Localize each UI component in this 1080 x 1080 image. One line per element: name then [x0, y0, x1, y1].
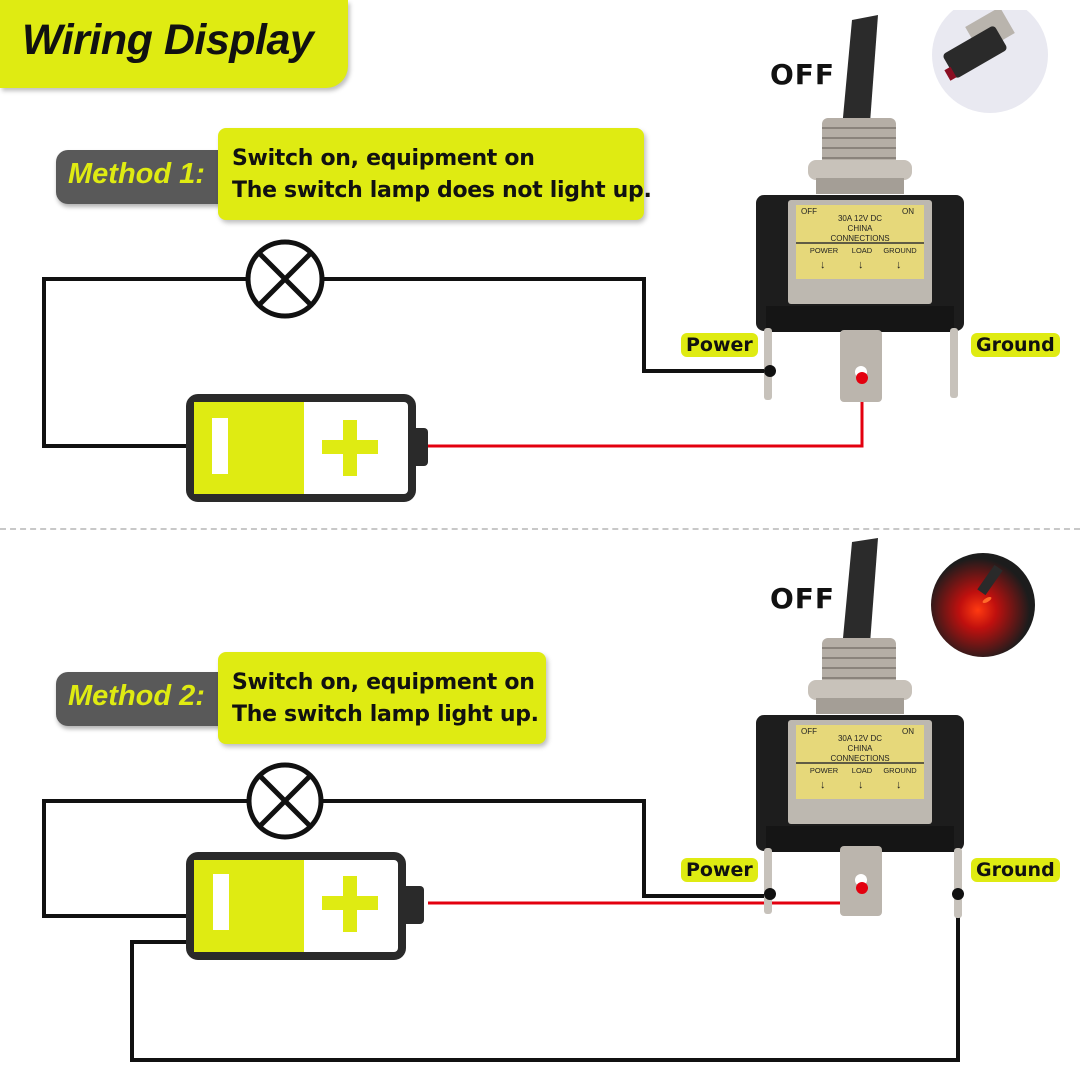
- plus-sign: [322, 876, 378, 932]
- battery-icon: [186, 394, 428, 502]
- lamp-on-red-glow-photo: [931, 553, 1035, 657]
- svg-text:↓: ↓: [820, 779, 826, 791]
- plate-rating: 30A 12V DC: [838, 214, 882, 223]
- method-2-description-box: Switch on, equipment on The switch lamp …: [218, 652, 546, 744]
- lamp-symbol-icon: [246, 762, 324, 840]
- method-1-line-1: Switch on, equipment on: [232, 146, 535, 171]
- switch-label-plate: [796, 725, 924, 799]
- method-1-label: Method 1:: [68, 158, 205, 190]
- ground-connection-dot: [952, 888, 964, 900]
- plate-pin-ground: GROUND: [883, 246, 917, 255]
- wire-battery-to-ground: [130, 896, 960, 1062]
- power-terminal: [764, 848, 772, 914]
- method-2-line-2: The switch lamp light up.: [232, 702, 539, 727]
- lamp-off-photo: [932, 10, 1048, 113]
- plate-off: OFF: [801, 727, 817, 736]
- plate-off: OFF: [801, 207, 817, 216]
- method-2-toggle-switch: OFF ON 30A 12V DC CHINA CONNECTIONS POWE…: [756, 538, 1035, 918]
- load-connection-dot: [856, 372, 868, 384]
- toggle-lever: [840, 15, 878, 150]
- wire-battery-to-lamp: [42, 277, 247, 448]
- svg-text:↓: ↓: [858, 259, 864, 271]
- plus-sign: [322, 420, 378, 476]
- wire-battery-to-lamp: [42, 799, 247, 918]
- method-1-toggle-switch: OFF ON 30A 12V DC CHINA CONNECTIONS POWE…: [756, 10, 1048, 402]
- battery-terminal: [402, 886, 424, 924]
- power-terminal: [764, 328, 772, 400]
- power-connection-dot: [764, 365, 776, 377]
- method-1-switch-state: OFF: [770, 58, 836, 91]
- toggle-lever: [840, 538, 878, 670]
- method-2-circuit: [42, 762, 960, 1062]
- method-1-power-label: Power: [681, 333, 758, 357]
- method-2-pill: [56, 672, 236, 726]
- switch-label-plate: [796, 205, 924, 279]
- method-1-pill: [56, 150, 236, 204]
- minus-sign: [212, 418, 228, 474]
- svg-text:↓: ↓: [896, 779, 902, 791]
- method-2-ground-label: Ground: [971, 858, 1060, 882]
- method-1-line-2: The switch lamp does not light up.: [232, 178, 652, 203]
- method-2-line-1: Switch on, equipment on: [232, 670, 535, 695]
- svg-text:↓: ↓: [896, 259, 902, 271]
- method-2-power-label: Power: [681, 858, 758, 882]
- hex-nut: [808, 160, 912, 180]
- method-1-description-box: Switch on, equipment on The switch lamp …: [218, 128, 652, 220]
- plate-origin: CHINA: [848, 744, 874, 753]
- section-divider: [0, 528, 1080, 530]
- power-connection-dot: [764, 888, 776, 900]
- plate-pin-load: LOAD: [852, 766, 873, 775]
- method-1-ground-label: Ground: [971, 333, 1060, 357]
- ground-terminal: [954, 848, 962, 918]
- battery-terminal: [412, 428, 428, 466]
- method-2-switch-state: OFF: [770, 582, 836, 615]
- battery-charge-fill: [194, 402, 304, 494]
- plate-rating: 30A 12V DC: [838, 734, 882, 743]
- method-2-label: Method 2:: [68, 680, 205, 712]
- lamp-symbol-icon: [245, 239, 325, 319]
- load-connection-dot: [856, 882, 868, 894]
- plate-on: ON: [902, 207, 914, 216]
- method-1-circuit: [42, 239, 864, 502]
- ground-terminal: [950, 328, 958, 398]
- plate-pin-power: POWER: [810, 766, 839, 775]
- minus-sign: [213, 874, 229, 930]
- plate-origin: CHINA: [848, 224, 874, 233]
- plate-pin-power: POWER: [810, 246, 839, 255]
- title-banner: [0, 0, 348, 88]
- plate-heading: CONNECTIONS: [830, 754, 889, 763]
- plate-heading: CONNECTIONS: [830, 234, 889, 243]
- svg-text:↓: ↓: [820, 259, 826, 271]
- plate-on: ON: [902, 727, 914, 736]
- wire-lamp-to-power: [323, 277, 770, 373]
- hex-nut: [808, 680, 912, 700]
- wire-lamp-to-power: [323, 799, 770, 898]
- plate-pin-load: LOAD: [852, 246, 873, 255]
- plate-pin-ground: GROUND: [883, 766, 917, 775]
- svg-text:↓: ↓: [858, 779, 864, 791]
- page-title: Wiring Display: [22, 16, 314, 64]
- battery-charge-fill: [194, 860, 304, 952]
- battery-icon: [186, 852, 424, 960]
